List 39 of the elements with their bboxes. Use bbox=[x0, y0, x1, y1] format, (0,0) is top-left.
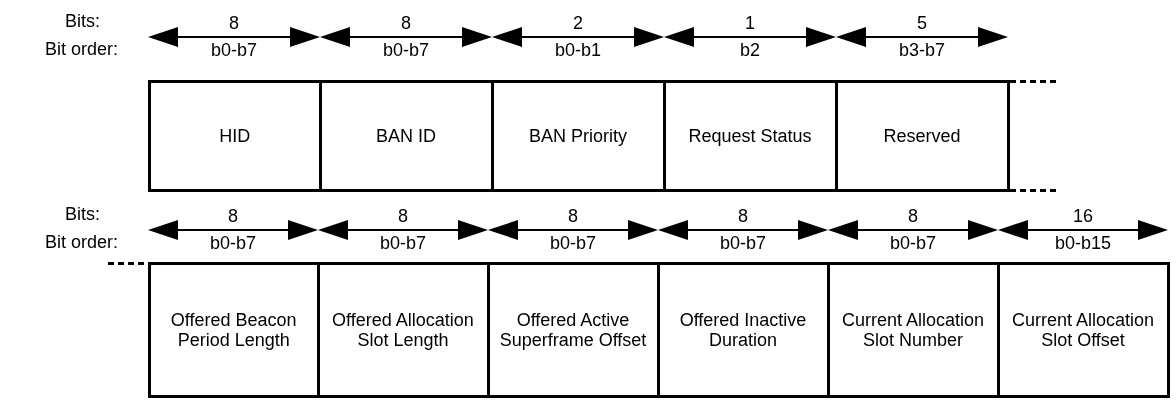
row-label: Bits: bbox=[65, 204, 100, 224]
field-name: BAN Priority bbox=[528, 126, 628, 146]
bit-count: 16 bbox=[1072, 206, 1094, 226]
field-name: Reserved bbox=[882, 126, 962, 146]
field-name: Offered Allocation Slot Length bbox=[331, 310, 475, 350]
field-name: BAN ID bbox=[375, 126, 437, 146]
field-name: Current Allocation Slot Number bbox=[840, 310, 986, 350]
bit-order: b3-b7 bbox=[897, 40, 946, 60]
bit-order: b0-b7 bbox=[378, 233, 427, 253]
bit-count: 8 bbox=[228, 13, 240, 33]
bit-count: 1 bbox=[744, 13, 756, 33]
field-name: Request Status bbox=[687, 126, 813, 146]
bit-count: 8 bbox=[400, 13, 412, 33]
bit-count: 8 bbox=[907, 206, 919, 226]
row-label: Bit order: bbox=[44, 39, 118, 59]
field-name: Current Allocation Slot Offset bbox=[1010, 310, 1156, 350]
field-name: Offered Beacon Period Length bbox=[169, 310, 298, 350]
field-name: HID bbox=[218, 126, 252, 146]
bit-order: b0-b7 bbox=[718, 233, 767, 253]
bit-order: b0-b7 bbox=[381, 40, 430, 60]
bit-order: b0-b7 bbox=[888, 233, 937, 253]
row-label: Bits: bbox=[65, 11, 100, 31]
bit-count: 8 bbox=[397, 206, 409, 226]
bit-count: 5 bbox=[916, 13, 928, 33]
bit-order: b0-b7 bbox=[208, 233, 257, 253]
bit-order: b2 bbox=[739, 40, 761, 60]
field-name: Offered Inactive Duration bbox=[678, 310, 808, 350]
bit-count: 8 bbox=[227, 206, 239, 226]
field-cell bbox=[148, 80, 322, 192]
bit-count: 2 bbox=[572, 13, 584, 33]
bit-count: 8 bbox=[567, 206, 579, 226]
field-name: Offered Active Superframe Offset bbox=[498, 310, 648, 350]
row-label: Bit order: bbox=[44, 232, 118, 252]
field-cell bbox=[148, 262, 320, 398]
bit-order: b0-b1 bbox=[553, 40, 602, 60]
bit-order: b0-b7 bbox=[548, 233, 597, 253]
bit-order: b0-b7 bbox=[209, 40, 258, 60]
bit-order: b0-b15 bbox=[1053, 233, 1113, 253]
bit-count: 8 bbox=[737, 206, 749, 226]
